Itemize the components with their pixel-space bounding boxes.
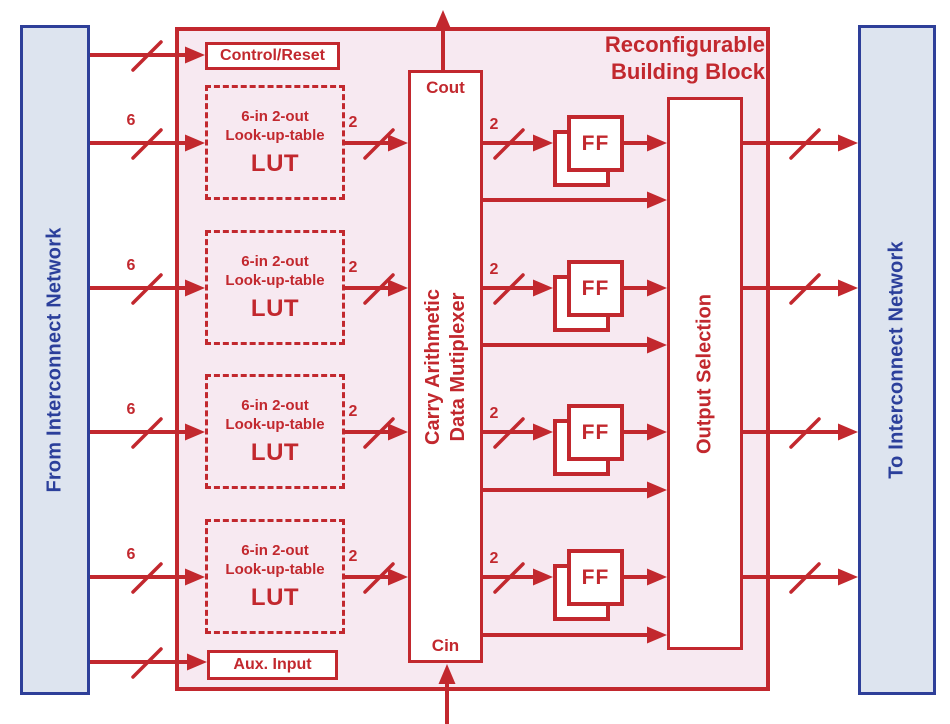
block-title-line1: Reconfigurable bbox=[604, 32, 765, 57]
bus-width-6-label-4: 6 bbox=[126, 546, 136, 563]
output-bus-1-head bbox=[838, 134, 858, 152]
ff-group-1: FF bbox=[553, 115, 626, 188]
cout-label: Cout bbox=[426, 78, 465, 97]
lut4-line1: 6-in 2-out bbox=[241, 542, 309, 559]
from-interconnect-bar: From Interconnect Network bbox=[20, 25, 90, 695]
output-bus-3-head bbox=[838, 423, 858, 441]
bus-width-2-label-8: 2 bbox=[489, 550, 499, 567]
ff3-box: FF bbox=[567, 404, 624, 461]
carry-mux-label: Carry Arithmetic Data Mutiplexer bbox=[421, 289, 471, 445]
from-interconnect-label: From Interconnect Network bbox=[43, 227, 66, 493]
ff-group-4: FF bbox=[553, 549, 626, 622]
control-reset-input-bus-slash bbox=[131, 40, 163, 72]
lut-box-4: 6-in 2-out Look-up-table LUT bbox=[205, 519, 345, 634]
control-reset-label: Control/Reset bbox=[220, 47, 325, 64]
lut3-label: LUT bbox=[250, 439, 300, 466]
output-bus-4-slash bbox=[789, 562, 821, 594]
ff1-label: FF bbox=[581, 131, 610, 155]
block-title-line2: Building Block bbox=[611, 59, 765, 84]
ff1-box: FF bbox=[567, 115, 624, 172]
to-interconnect-label: To Interconnect Network bbox=[885, 241, 908, 479]
carry-mux-label-line2: Data Mutiplexer bbox=[446, 292, 469, 441]
bus-width-2-label-2: 2 bbox=[348, 259, 358, 276]
lut1-label: LUT bbox=[250, 150, 300, 177]
bus-width-2-label-5: 2 bbox=[489, 116, 499, 133]
block-title: Reconfigurable Building Block bbox=[430, 31, 765, 85]
aux-input-box: Aux. Input bbox=[207, 650, 338, 680]
lut-box-3: 6-in 2-out Look-up-table LUT bbox=[205, 374, 345, 489]
bus-width-2-label-7: 2 bbox=[489, 405, 499, 422]
lut2-line2: Look-up-table bbox=[225, 272, 325, 289]
ff2-box: FF bbox=[567, 260, 624, 317]
lut4-input-bus-slash bbox=[131, 562, 163, 594]
lut1-line1: 6-in 2-out bbox=[241, 108, 309, 125]
lut1-line2: Look-up-table bbox=[225, 127, 325, 144]
output-bus-4-head bbox=[838, 568, 858, 586]
output-selection-label: Output Selection bbox=[693, 293, 716, 454]
bus-width-6-label-2: 6 bbox=[126, 257, 136, 274]
lut2-line1: 6-in 2-out bbox=[241, 253, 309, 270]
output-bus-3-slash bbox=[789, 417, 821, 449]
bus-width-2-label-1: 2 bbox=[348, 114, 358, 131]
ff3-label: FF bbox=[581, 420, 610, 444]
lut-box-2: 6-in 2-out Look-up-table LUT bbox=[205, 230, 345, 345]
ff-group-2: FF bbox=[553, 260, 626, 333]
output-bus-2-slash bbox=[789, 273, 821, 305]
aux-input-label: Aux. Input bbox=[233, 656, 312, 673]
bus-width-2-label-6: 2 bbox=[489, 261, 499, 278]
bus-width-2-label-3: 2 bbox=[348, 403, 358, 420]
lut2-input-bus-slash bbox=[131, 273, 163, 305]
output-selection-box: Output Selection bbox=[667, 97, 743, 650]
cin-label: Cin bbox=[431, 636, 460, 655]
carry-mux-box: Cout Carry Arithmetic Data Mutiplexer Ci… bbox=[408, 70, 483, 663]
output-bus-2-head bbox=[838, 279, 858, 297]
lut1-input-bus-slash bbox=[131, 128, 163, 160]
control-reset-box: Control/Reset bbox=[205, 42, 340, 70]
to-interconnect-bar: To Interconnect Network bbox=[858, 25, 936, 695]
carry-mux-label-line1: Carry Arithmetic bbox=[421, 288, 444, 445]
ff4-box: FF bbox=[567, 549, 624, 606]
output-bus-1-slash bbox=[789, 128, 821, 160]
aux-input-bus-slash bbox=[131, 647, 163, 679]
lut3-input-bus-slash bbox=[131, 417, 163, 449]
lut3-line1: 6-in 2-out bbox=[241, 397, 309, 414]
ff2-label: FF bbox=[581, 276, 610, 300]
bus-width-6-label-3: 6 bbox=[126, 401, 136, 418]
lut2-label: LUT bbox=[250, 295, 300, 322]
ff4-label: FF bbox=[581, 565, 610, 589]
bus-width-2-label-4: 2 bbox=[348, 548, 358, 565]
lut4-label: LUT bbox=[250, 584, 300, 611]
lut4-line2: Look-up-table bbox=[225, 561, 325, 578]
lut3-line2: Look-up-table bbox=[225, 416, 325, 433]
bus-width-6-label-1: 6 bbox=[126, 112, 136, 129]
lut-box-1: 6-in 2-out Look-up-table LUT bbox=[205, 85, 345, 200]
ff-group-3: FF bbox=[553, 404, 626, 477]
